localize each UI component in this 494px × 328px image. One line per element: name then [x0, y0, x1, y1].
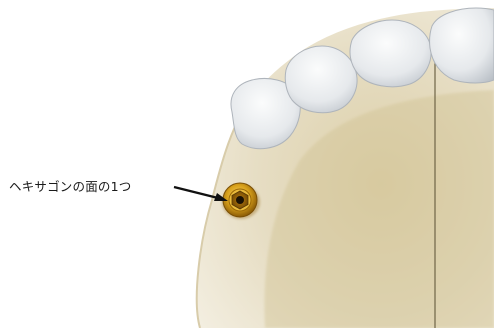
tooth-lateral-incisor	[350, 20, 431, 87]
tooth-canine	[285, 46, 357, 113]
hexagon-face-label: ヘキサゴンの面の1つ	[9, 179, 131, 195]
